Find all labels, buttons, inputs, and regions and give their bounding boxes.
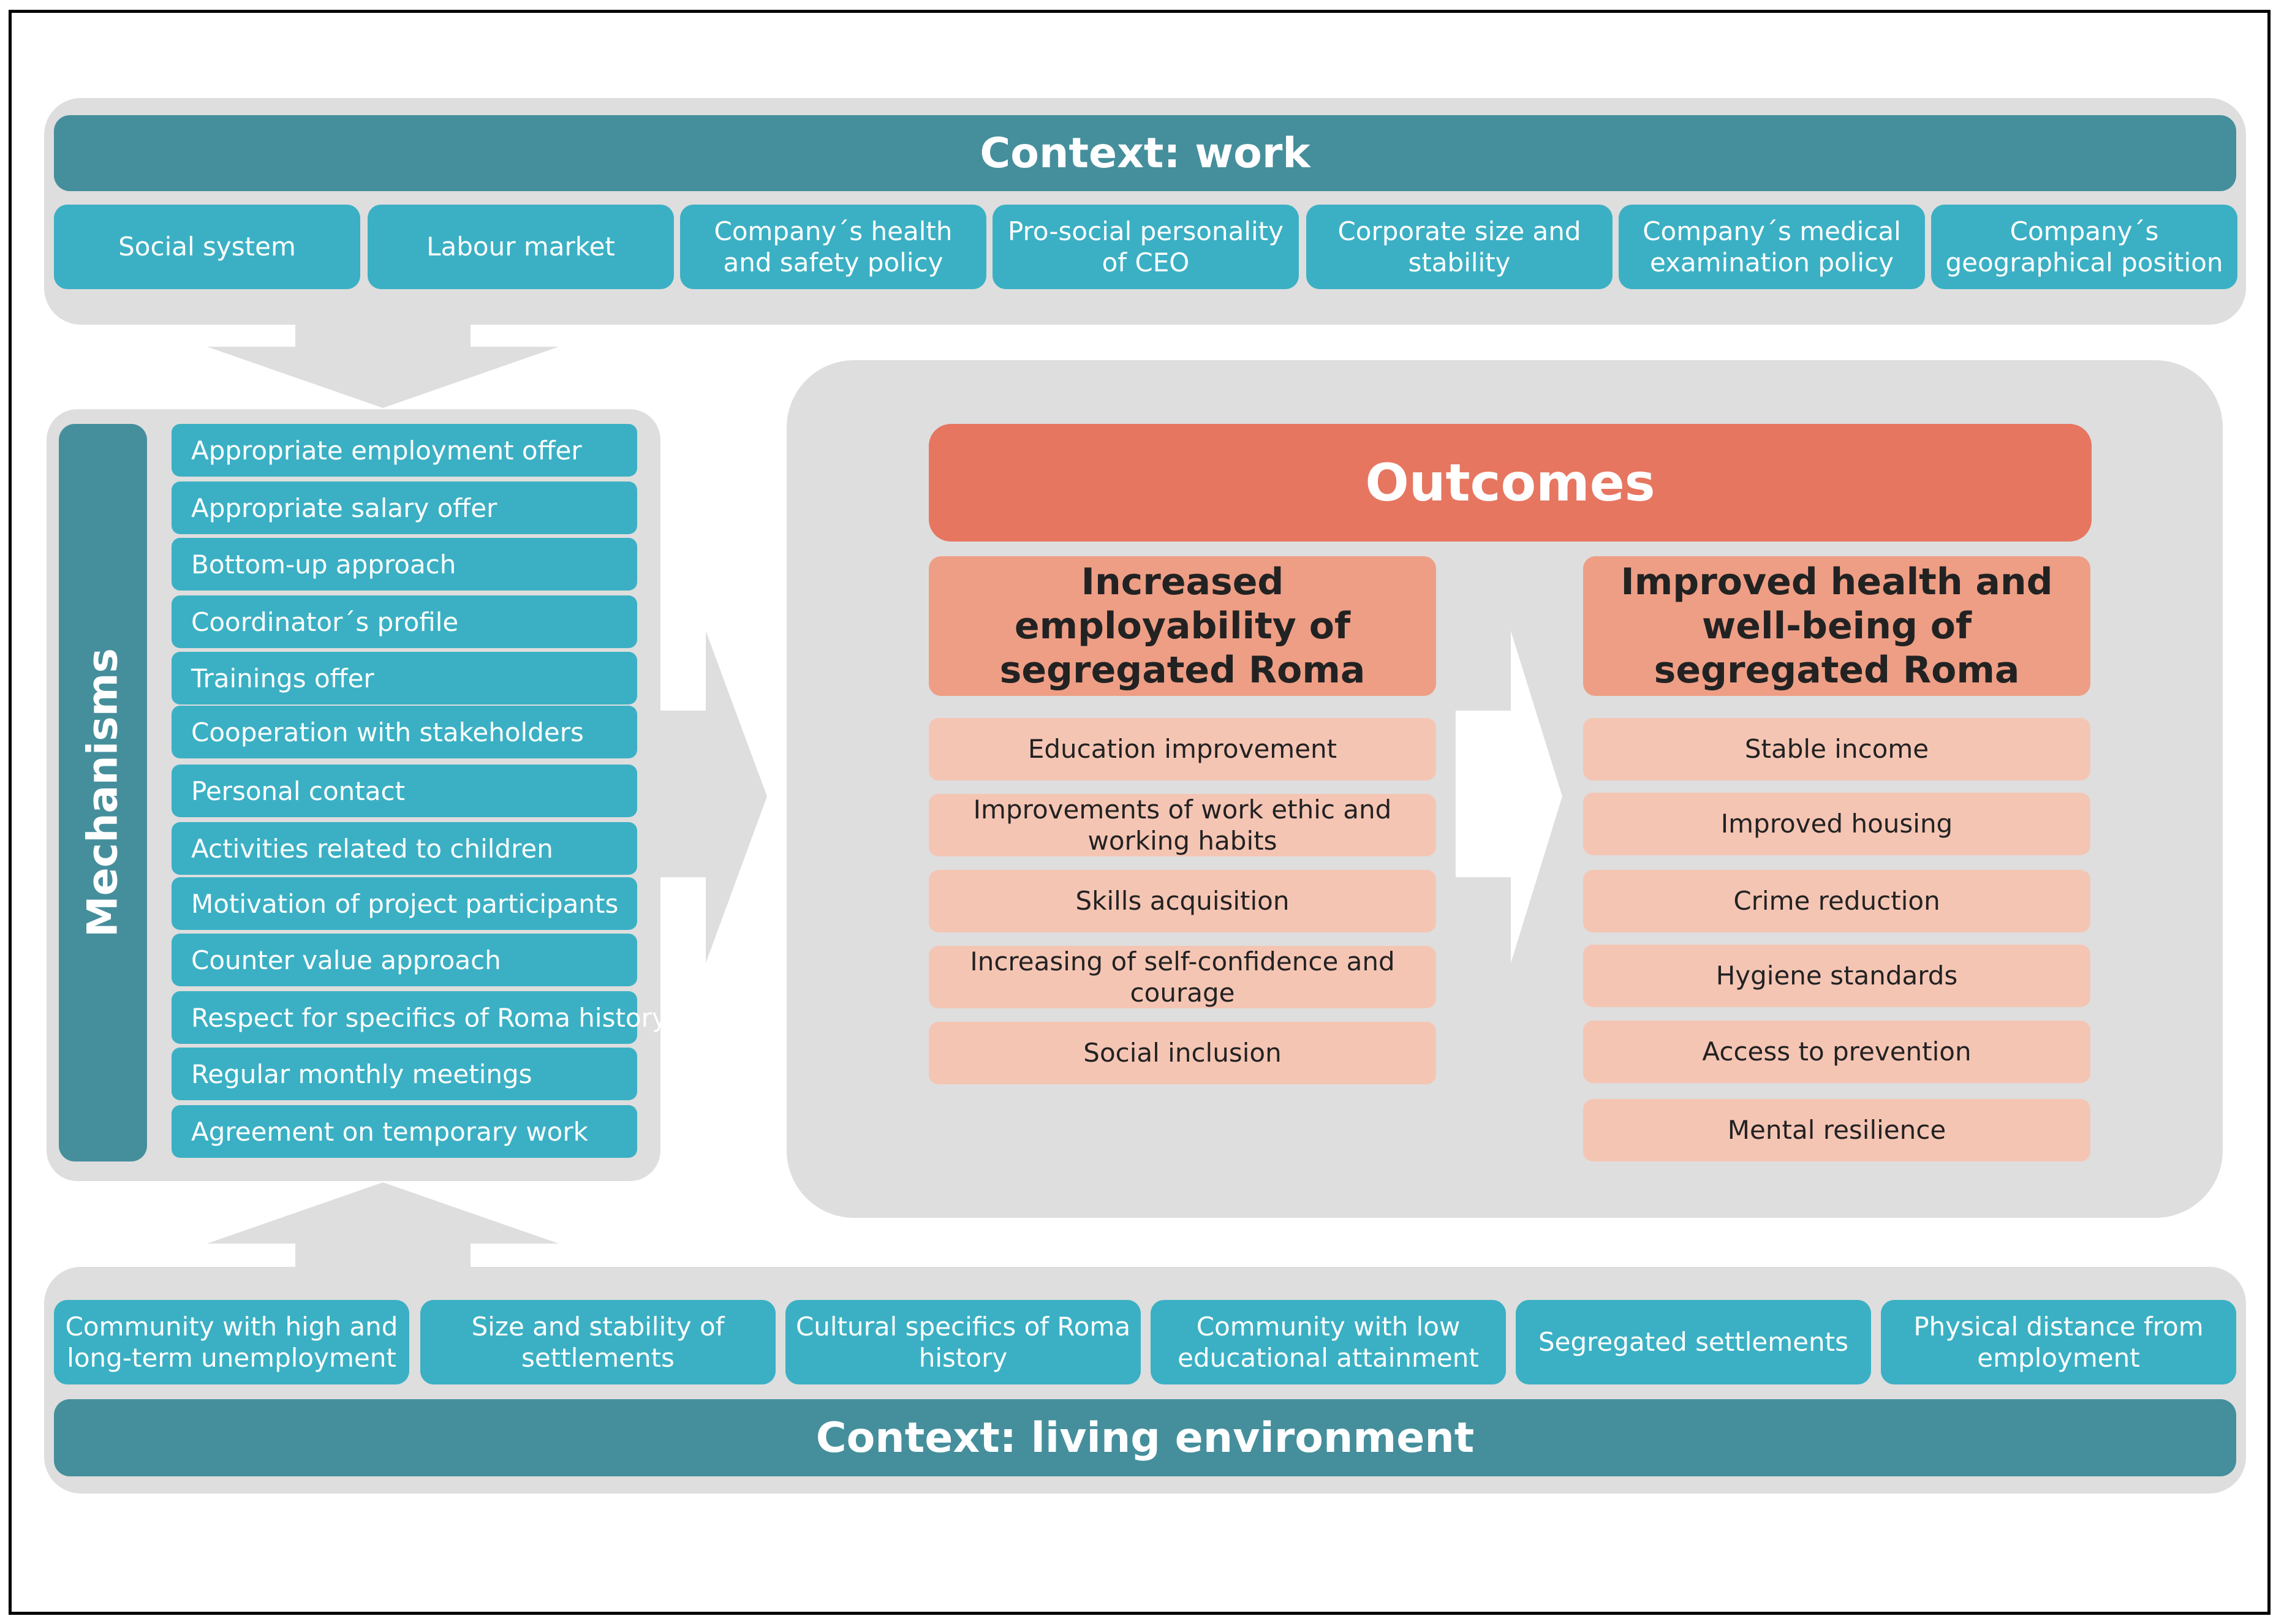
- health-item: Improved housing: [1583, 793, 2090, 855]
- mechanism-item: Agreement on temporary work: [172, 1105, 637, 1158]
- mechanism-item: Activities related to children: [172, 822, 637, 875]
- context-living-item: Community with high and long-term unempl…: [54, 1300, 409, 1384]
- outcomes-title: Outcomes: [929, 424, 2092, 542]
- mechanism-item: Trainings offer: [172, 652, 637, 704]
- employability-item: Education improvement: [929, 718, 1436, 780]
- context-work-item: Company´s health and safety policy: [680, 205, 986, 289]
- context-work-item: Pro-social personality of CEO: [993, 205, 1299, 289]
- health-item: Crime reduction: [1583, 870, 2090, 932]
- context-work-title: Context: work: [54, 115, 2236, 191]
- mechanism-item: Regular monthly meetings: [172, 1048, 637, 1100]
- context-living-item: Segregated settlements: [1516, 1300, 1871, 1384]
- mechanisms-title: Mechanisms: [78, 648, 127, 937]
- figure-frame: [9, 10, 2271, 1615]
- arrow-employability-to-health: [1456, 631, 1562, 963]
- employability-item: Social inclusion: [929, 1022, 1436, 1084]
- context-living-item: Size and stability of settlements: [420, 1300, 776, 1384]
- arrow-up-from-living: [207, 1182, 559, 1268]
- mechanism-item: Appropriate employment offer: [172, 424, 637, 477]
- health-item: Hygiene standards: [1583, 945, 2090, 1007]
- health-item: Access to prevention: [1583, 1021, 2090, 1083]
- context-living-title: Context: living environment: [54, 1399, 2236, 1476]
- employability-item: Skills acquisition: [929, 870, 1436, 932]
- context-work-item: Social system: [54, 205, 360, 289]
- mechanism-item: Coordinator´s profile: [172, 595, 637, 648]
- mechanism-item: Bottom-up approach: [172, 538, 637, 591]
- mechanism-item: Cooperation with stakeholders: [172, 706, 637, 758]
- arrow-down-from-work: [207, 325, 559, 408]
- context-living-item: Community with low educational attainmen…: [1151, 1300, 1506, 1384]
- context-work-item: Company´s medical examination policy: [1619, 205, 1925, 289]
- health-item: Stable income: [1583, 718, 2090, 780]
- mechanisms-title-bar: [59, 424, 147, 1161]
- outcome-health-title: Improved health and well-being of segreg…: [1583, 556, 2090, 696]
- mechanism-item: Motivation of project participants: [172, 877, 637, 930]
- context-work-item: Labour market: [368, 205, 674, 289]
- mechanism-item: Appropriate salary offer: [172, 482, 637, 534]
- arrow-mechanisms-to-outcomes: [660, 631, 767, 963]
- context-work-item: Company´s geographical position: [1931, 205, 2237, 289]
- mechanism-item: Respect for specifics of Roma history: [172, 991, 667, 1044]
- context-living-item: Physical distance from employment: [1881, 1300, 2236, 1384]
- mechanism-item: Personal contact: [172, 765, 637, 817]
- employability-item: Increasing of self-confidence and courag…: [929, 946, 1436, 1008]
- outcome-employability-title: Increased employability of segregated Ro…: [929, 556, 1436, 696]
- context-work-item: Corporate size and stability: [1306, 205, 1613, 289]
- employability-item: Improvements of work ethic and working h…: [929, 794, 1436, 856]
- health-item: Mental resilience: [1583, 1099, 2090, 1161]
- context-living-item: Cultural specifics of Roma history: [785, 1300, 1141, 1384]
- mechanism-item: Counter value approach: [172, 934, 637, 986]
